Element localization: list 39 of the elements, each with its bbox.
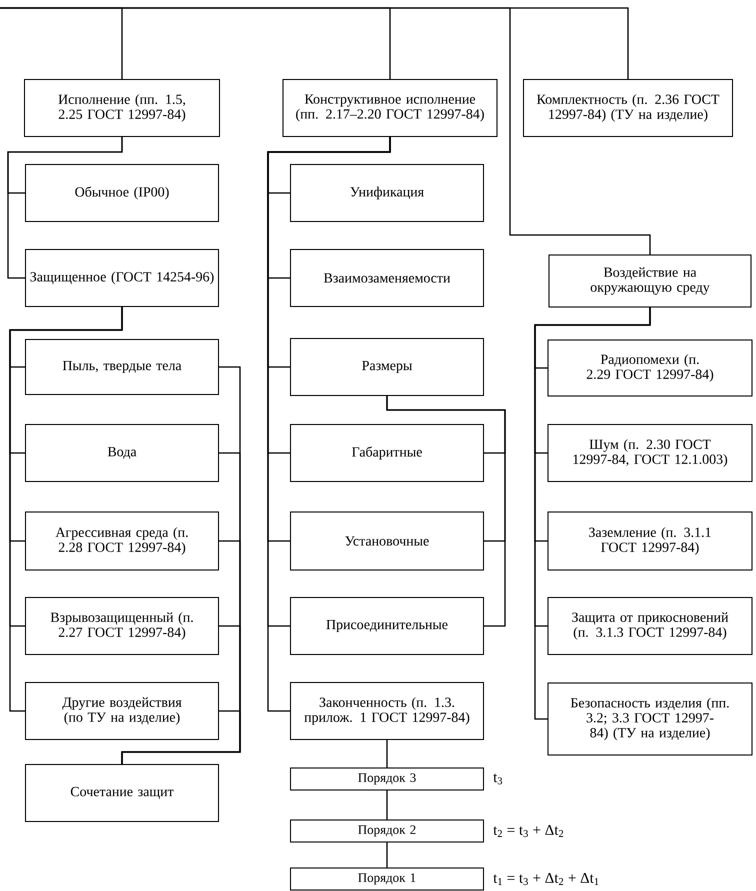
category-box: Комплектность (п. 2.36 ГОСТ 12997-84) (ТУ на изделие) [523,79,733,137]
formula-label: t$_{3}$ [493,774,502,784]
category-box: Унификация [290,164,484,222]
category-box: Пыль, твердые тела [25,339,219,395]
connector-line [7,136,123,279]
category-box: Размеры [290,338,484,396]
category-box: Защита от прикосновений (п. 3.1.3 ГОСТ 12997-84) [548,597,752,655]
category-box: Воздействие на окружающую среду [548,254,752,308]
category-box: Защищенное (ГОСТ 14254-96) [25,249,219,307]
formula-label: t$_{2}$ = t$_{3}$ + Δt$_{2}$ [493,824,564,838]
connector-line [386,790,388,820]
category-box: Взрывозащищенный (п. 2.27 ГОСТ 12997-84) [25,597,219,655]
category-box: Установочные [290,512,484,570]
category-box: Законченность (п. 1.3. прилож. 1 ГОСТ 12997-84) [290,682,484,740]
level-box: Порядок 1 [290,868,484,890]
category-box: Агрессивная среда (п. 2.28 ГОСТ 12997-84) [25,512,219,570]
connector-line [121,710,241,764]
category-box: Габаритные [290,424,484,482]
category-box: Другие воздействия (по ТУ на изделие) [25,682,219,740]
connector-line [0,7,629,80]
connector-line [386,842,388,868]
formula-label: t$_{1}$ = t$_{3}$ + Δt$_{2}$ + Δt$_{1}$ [493,872,598,886]
category-box: Сочетание защит [25,764,219,822]
category-box: Обычное (IP00) [25,164,219,222]
category-box: Безопасность изделия (пп. 3.2; 3.3 ГОСТ 12997-84) (ТУ на изделие) [548,682,752,756]
connector-line [386,396,506,627]
level-box: Порядок 3 [290,768,484,790]
category-box: Заземление (п. 3.1.1 ГОСТ 12997-84) [548,512,752,570]
category-box: Радиопомехи (п. 2.29 ГОСТ 12997-84) [548,340,752,396]
connector-line [386,740,388,768]
category-box: Присоединительные [290,597,484,655]
category-box: Исполнение (пп. 1.5, 2.25 ГОСТ 12997-84) [24,79,220,137]
category-box: Вода [25,424,219,482]
category-box: Взаимозаменяемости [290,249,484,307]
connector-line [534,307,651,720]
category-box: Конструктивное исполнение (пп. 2.17–2.20 ГОСТ 12997-84) [282,79,498,137]
connector-line [9,306,123,712]
category-box: Шум (п. 2.30 ГОСТ 12997-84, ГОСТ 12.1.003) [548,424,752,482]
level-box: Порядок 2 [290,820,484,842]
